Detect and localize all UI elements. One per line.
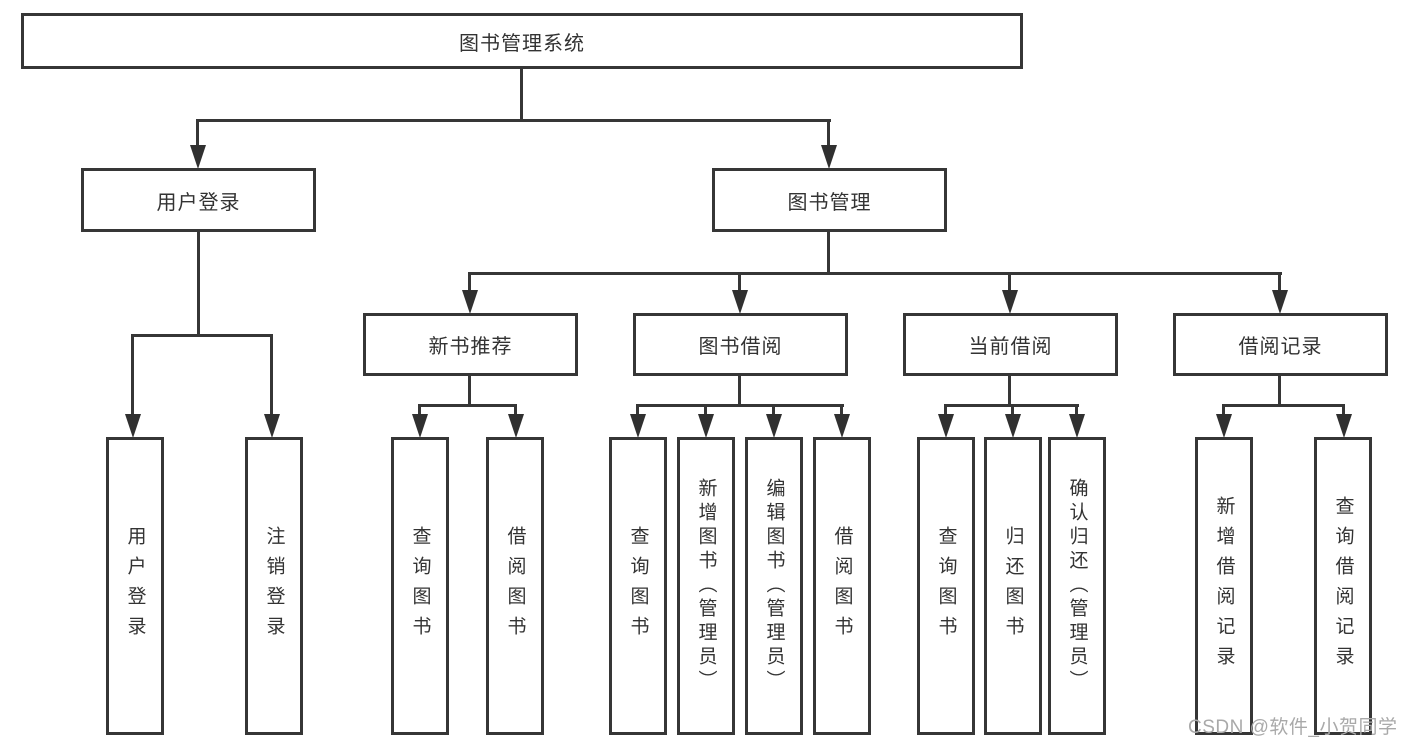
connector-to-book-mgmt-stem xyxy=(827,119,830,149)
connector-login-leaf1-stem xyxy=(131,334,134,416)
connector-record-leaf1-stem xyxy=(1222,404,1225,416)
leaf-node-borrow-borrow-books: 借阅图书 xyxy=(813,437,871,735)
connector-to-record-stem xyxy=(1278,272,1281,292)
connector-to-current-stem xyxy=(1008,272,1011,292)
leaf-label-add-books-admin: 新增图书（管理员） xyxy=(695,478,717,694)
arrow-current-leaf1 xyxy=(938,414,954,438)
leaf-label-borrow-query-books: 查询图书 xyxy=(627,526,649,646)
root-node-library-system: 图书管理系统 xyxy=(21,13,1023,69)
arrow-to-book-mgmt xyxy=(821,145,837,169)
connector-record-branch xyxy=(1222,404,1345,407)
leaf-label-logout: 注销登录 xyxy=(263,526,285,646)
new-book-recommend-label: 新书推荐 xyxy=(428,336,513,358)
arrow-recommend-leaf2 xyxy=(508,414,524,438)
leaf-node-add-books-admin: 新增图书（管理员） xyxy=(677,437,735,735)
arrow-record-leaf2 xyxy=(1336,414,1352,438)
arrow-to-borrow xyxy=(732,290,748,314)
connector-borrow-stem xyxy=(738,376,741,407)
leaf-node-return-books: 归还图书 xyxy=(984,437,1042,735)
arrow-to-user-login xyxy=(190,145,206,169)
arrow-borrow-leaf2 xyxy=(698,414,714,438)
current-borrow-node: 当前借阅 xyxy=(903,313,1118,376)
connector-login-leaf2-stem xyxy=(270,334,273,416)
leaf-label-return-books: 归还图书 xyxy=(1002,526,1024,646)
connector-login-branch xyxy=(131,334,273,337)
connector-root-stem xyxy=(520,68,523,120)
connector-login-stem xyxy=(197,232,200,337)
connector-borrow-leaf1-stem xyxy=(636,404,639,416)
leaf-label-user-login: 用户登录 xyxy=(124,526,146,646)
connector-root-branch xyxy=(197,119,831,122)
leaf-label-query-borrow-record: 查询借阅记录 xyxy=(1332,496,1354,676)
connector-borrow-branch xyxy=(636,404,844,407)
arrow-record-leaf1 xyxy=(1216,414,1232,438)
connector-recommend-branch xyxy=(418,404,517,407)
current-borrow-label: 当前借阅 xyxy=(968,336,1053,358)
book-borrow-label: 图书借阅 xyxy=(698,336,783,358)
connector-current-leaf3-stem xyxy=(1075,404,1078,416)
arrow-borrow-leaf1 xyxy=(630,414,646,438)
leaf-node-logout: 注销登录 xyxy=(245,437,303,735)
borrow-record-node: 借阅记录 xyxy=(1173,313,1388,376)
leaf-label-recommend-borrow-books: 借阅图书 xyxy=(504,526,526,646)
connector-to-borrow-stem xyxy=(738,272,741,292)
connector-recommend-leaf1-stem xyxy=(418,404,421,416)
leaf-label-recommend-query-books: 查询图书 xyxy=(409,526,431,646)
arrow-recommend-leaf1 xyxy=(412,414,428,438)
connector-mgmt-stem xyxy=(827,232,830,275)
leaf-node-add-borrow-record: 新增借阅记录 xyxy=(1195,437,1253,735)
connector-to-user-login-stem xyxy=(196,119,199,149)
arrow-to-record xyxy=(1272,290,1288,314)
leaf-label-confirm-return-admin: 确认归还（管理员） xyxy=(1066,478,1088,694)
book-management-node-label: 图书管理 xyxy=(787,191,872,214)
leaf-node-borrow-query-books: 查询图书 xyxy=(609,437,667,735)
leaf-node-current-query-books: 查询图书 xyxy=(917,437,975,735)
leaf-label-current-query-books: 查询图书 xyxy=(935,526,957,646)
borrow-record-label: 借阅记录 xyxy=(1238,336,1323,358)
new-book-recommend-node: 新书推荐 xyxy=(363,313,578,376)
leaf-label-add-borrow-record: 新增借阅记录 xyxy=(1213,496,1235,676)
arrow-to-login-leaf1 xyxy=(125,414,141,438)
connector-record-stem xyxy=(1278,376,1281,407)
connector-mgmt-branch xyxy=(468,272,1282,275)
arrow-to-login-leaf2 xyxy=(264,414,280,438)
root-node-label: 图书管理系统 xyxy=(459,32,585,55)
user-login-node: 用户登录 xyxy=(81,168,316,232)
leaf-label-borrow-borrow-books: 借阅图书 xyxy=(831,526,853,646)
connector-to-recommend-stem xyxy=(468,272,471,292)
leaf-node-confirm-return-admin: 确认归还（管理员） xyxy=(1048,437,1106,735)
leaf-node-user-login: 用户登录 xyxy=(106,437,164,735)
connector-current-stem xyxy=(1008,376,1011,407)
connector-recommend-stem xyxy=(468,376,471,407)
leaf-node-recommend-query-books: 查询图书 xyxy=(391,437,449,735)
connector-current-leaf2-stem xyxy=(1011,404,1014,416)
leaf-node-query-borrow-record: 查询借阅记录 xyxy=(1314,437,1372,735)
leaf-label-edit-books-admin: 编辑图书（管理员） xyxy=(763,478,785,694)
book-borrow-node: 图书借阅 xyxy=(633,313,848,376)
arrow-current-leaf3 xyxy=(1069,414,1085,438)
user-login-node-label: 用户登录 xyxy=(156,191,241,214)
arrow-borrow-leaf4 xyxy=(834,414,850,438)
connector-borrow-leaf4-stem xyxy=(840,404,843,416)
connector-borrow-leaf3-stem xyxy=(772,404,775,416)
arrow-to-current xyxy=(1002,290,1018,314)
csdn-watermark: CSDN @软件_小贺同学 xyxy=(1188,717,1398,738)
connector-recommend-leaf2-stem xyxy=(514,404,517,416)
connector-borrow-leaf2-stem xyxy=(704,404,707,416)
book-management-node: 图书管理 xyxy=(712,168,947,232)
arrow-borrow-leaf3 xyxy=(766,414,782,438)
connector-record-leaf2-stem xyxy=(1342,404,1345,416)
leaf-node-edit-books-admin: 编辑图书（管理员） xyxy=(745,437,803,735)
arrow-to-recommend xyxy=(462,290,478,314)
connector-current-leaf1-stem xyxy=(944,404,947,416)
arrow-current-leaf2 xyxy=(1005,414,1021,438)
leaf-node-recommend-borrow-books: 借阅图书 xyxy=(486,437,544,735)
